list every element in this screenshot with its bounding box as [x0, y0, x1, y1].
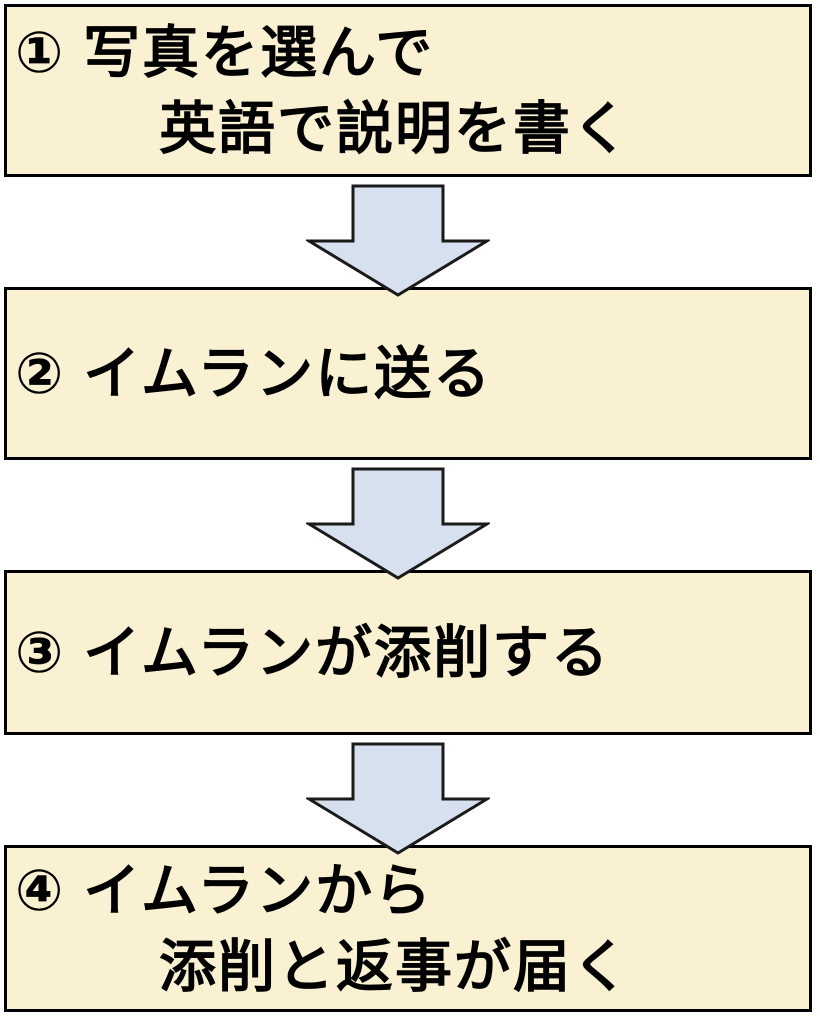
step-1-line-1: ① 写真を選んで — [15, 20, 435, 85]
block-down-arrow-icon — [306, 184, 490, 297]
step-2-box: ② イムランに送る — [4, 287, 812, 460]
arrow-1 — [4, 177, 812, 297]
step-1-box: ① 写真を選んで 英語で説明を書く — [4, 4, 812, 177]
block-down-arrow-icon — [306, 742, 490, 855]
step-4-line-2: 添削と返事が届く — [159, 934, 631, 999]
arrow-2 — [4, 460, 812, 580]
step-4-box: ④ イムランから 添削と返事が届く — [4, 845, 812, 1012]
step-4-line-1: ④ イムランから — [15, 858, 434, 923]
arrow-3 — [4, 735, 812, 855]
step-2-line-1: ② イムランに送る — [15, 341, 493, 406]
step-3-line-1: ③ イムランが添削する — [15, 620, 611, 685]
step-3-box: ③ イムランが添削する — [4, 570, 812, 735]
block-down-arrow-icon — [306, 467, 490, 580]
step-1-line-2: 英語で説明を書く — [159, 96, 631, 161]
